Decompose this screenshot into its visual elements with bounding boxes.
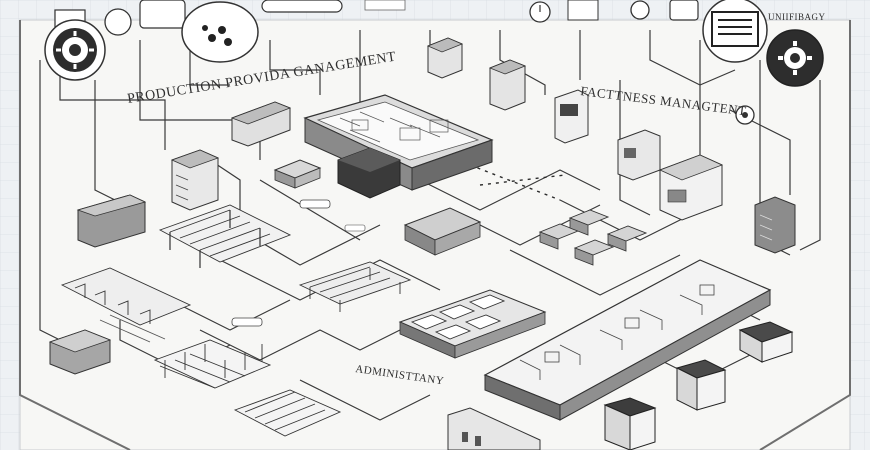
dark-crate [675, 359, 727, 411]
office-block [403, 207, 482, 256]
document-icon [702, 0, 768, 63]
conveyor [298, 261, 412, 312]
device-panel [554, 89, 589, 144]
factory-hall [483, 259, 772, 421]
dark-crate [738, 321, 794, 363]
gear-icon [44, 19, 106, 81]
server-rack [170, 149, 220, 211]
tag-label [231, 199, 366, 327]
machine-console [617, 129, 661, 181]
main-building [303, 94, 494, 199]
cabinet-right [754, 196, 796, 254]
box-cluster [538, 209, 648, 266]
dark-crate [603, 397, 657, 450]
small-box [273, 159, 322, 189]
server-box [426, 37, 464, 79]
monitor-icon [735, 105, 755, 125]
lower-building [447, 407, 541, 450]
top-icon-row [54, 0, 699, 29]
clock-icon [529, 1, 551, 23]
storage-shelf [658, 154, 724, 221]
server-tower [488, 59, 527, 111]
control-cabinet [76, 194, 147, 248]
assembly-line [60, 267, 192, 343]
storage-unit [48, 329, 112, 375]
workstations [398, 289, 547, 359]
top-right-label: UNIIFIBAGY [768, 12, 826, 22]
rack-structure [153, 339, 272, 389]
status-circle-icon-right [630, 0, 650, 20]
status-circle-icon [104, 8, 132, 36]
gear-icon-right [766, 29, 824, 87]
cloud-icon [181, 1, 259, 63]
rack-structure-2 [233, 389, 342, 437]
dotted-links [469, 164, 566, 201]
machine-unit [230, 101, 292, 147]
production-line [158, 204, 292, 268]
